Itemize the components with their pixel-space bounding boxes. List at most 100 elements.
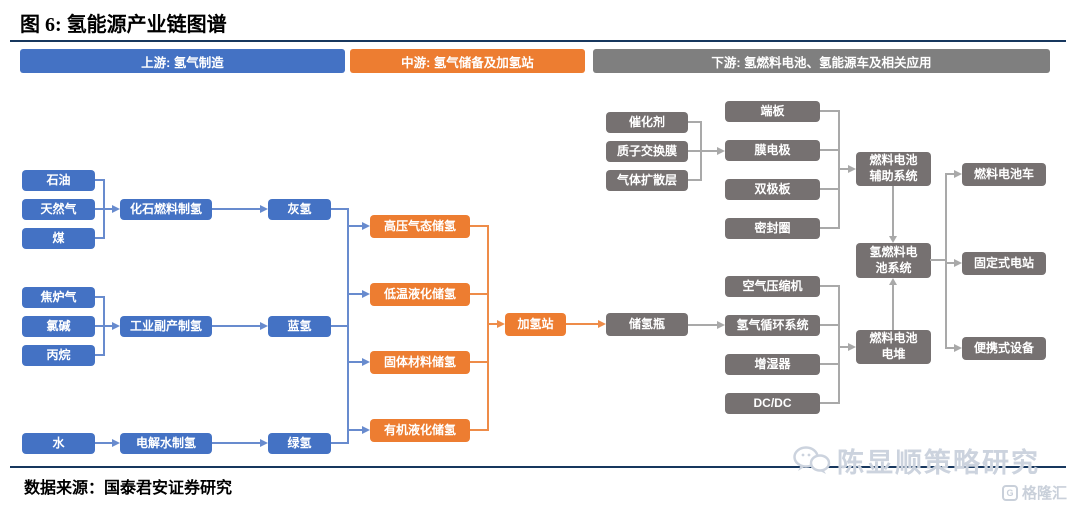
connector-line <box>95 354 103 356</box>
arrow-right-icon <box>954 344 962 352</box>
connector-line <box>820 188 838 190</box>
node-solid-material-storage: 固体材料储氢 <box>370 351 470 374</box>
node-gas-diffusion-layer: 气体扩散层 <box>606 170 688 191</box>
connector-line <box>95 325 112 327</box>
connector-line <box>892 285 894 330</box>
arrow-right-icon <box>260 439 268 447</box>
connector-line <box>945 173 947 349</box>
header-midstream: 中游: 氢气储备及加氢站 <box>350 49 585 73</box>
figure-title: 图 6: 氢能源产业链图谱 <box>20 14 227 36</box>
connector-line <box>820 149 838 151</box>
node-organic-liquid-storage: 有机液化储氢 <box>370 419 470 442</box>
top-rule <box>10 40 1066 42</box>
connector-line <box>95 208 112 210</box>
arrow-right-icon <box>112 205 120 213</box>
node-air-compressor: 空气压缩机 <box>725 276 820 297</box>
connector-line <box>470 293 487 295</box>
arrow-right-icon <box>717 147 725 155</box>
arrow-right-icon <box>848 165 856 173</box>
connector-line <box>820 363 838 365</box>
arrow-right-icon <box>112 322 120 330</box>
node-hydrogen-cylinder: 储氢瓶 <box>606 313 688 336</box>
connector-line <box>331 208 347 210</box>
connector-line <box>820 285 838 287</box>
connector-line <box>212 442 260 444</box>
connector-line <box>945 173 954 175</box>
connector-line <box>688 179 700 181</box>
connector-line <box>95 442 112 444</box>
connector-line <box>95 179 103 181</box>
connector-line <box>347 361 362 363</box>
node-humidifier: 增湿器 <box>725 354 820 375</box>
node-portable-device: 便携式设备 <box>962 337 1046 360</box>
node-sealing-ring: 密封圈 <box>725 218 820 239</box>
connector-line <box>688 324 717 326</box>
wechat-icon <box>793 445 831 474</box>
node-stationary-power-station: 固定式电站 <box>962 252 1046 275</box>
connector-line <box>838 346 848 348</box>
arrow-right-icon <box>112 439 120 447</box>
connector-line <box>95 296 103 298</box>
connector-line <box>331 442 347 444</box>
connector-line <box>212 325 260 327</box>
node-coke-oven-gas: 焦炉气 <box>22 287 95 308</box>
connector-line <box>820 324 838 326</box>
connector-line <box>945 347 954 349</box>
node-electrolysis-hydrogen: 电解水制氢 <box>120 433 212 454</box>
node-natural-gas: 天然气 <box>22 199 95 220</box>
node-petroleum: 石油 <box>22 170 95 191</box>
node-hydrogen-circulation-system: 氢气循环系统 <box>725 315 820 336</box>
connector-line <box>95 237 103 239</box>
connector-line <box>892 186 894 236</box>
connector-line <box>688 150 717 152</box>
connector-line <box>331 325 347 327</box>
connector-line <box>347 293 362 295</box>
connector-line <box>347 429 362 431</box>
node-refueling-station: 加氢站 <box>505 313 566 336</box>
gelonghui-mark-icon: G <box>1002 484 1018 501</box>
watermark-text: 陈显顺策略研究 <box>837 448 1040 478</box>
arrow-right-icon <box>954 259 962 267</box>
node-high-pressure-gas-storage: 高压气态储氢 <box>370 215 470 238</box>
connector-line <box>347 208 349 444</box>
arrow-down-icon <box>889 236 897 243</box>
connector-line <box>838 285 840 404</box>
arrow-right-icon <box>362 290 370 298</box>
watermark: 陈显顺策略研究 <box>793 441 1040 480</box>
connector-line <box>470 225 487 227</box>
node-fuel-cell-stack: 燃料电池电堆 <box>856 330 931 364</box>
connector-line <box>347 225 362 227</box>
arrow-right-icon <box>260 205 268 213</box>
arrow-right-icon <box>954 170 962 178</box>
arrow-right-icon <box>260 322 268 330</box>
connector-line <box>470 361 487 363</box>
node-dcdc-converter: DC/DC <box>725 393 820 414</box>
arrow-right-icon <box>362 426 370 434</box>
node-end-plate: 端板 <box>725 101 820 122</box>
connector-line <box>820 402 838 404</box>
arrow-up-icon <box>889 278 897 285</box>
connector-line <box>820 227 838 229</box>
node-propane: 丙烷 <box>22 345 95 366</box>
node-green-hydrogen: 绿氢 <box>268 433 331 454</box>
node-fuel-cell-auxiliary-system: 燃料电池辅助系统 <box>856 152 931 186</box>
node-water: 水 <box>22 433 95 454</box>
node-fuel-cell-vehicle: 燃料电池车 <box>962 163 1046 186</box>
connector-line <box>688 121 700 123</box>
arrow-right-icon <box>362 358 370 366</box>
arrow-right-icon <box>598 320 606 328</box>
arrow-right-icon <box>848 343 856 351</box>
connector-line <box>566 323 598 325</box>
header-downstream: 下游: 氢燃料电池、氢能源车及相关应用 <box>593 49 1050 73</box>
node-catalyst: 催化剂 <box>606 112 688 133</box>
connector-line <box>820 110 838 112</box>
node-bipolar-plate: 双极板 <box>725 179 820 200</box>
node-blue-hydrogen: 蓝氢 <box>268 316 331 337</box>
node-cryogenic-liquid-storage: 低温液化储氢 <box>370 283 470 306</box>
gelonghui-brand-text: 格隆汇 <box>1022 485 1068 502</box>
node-coal: 煤 <box>22 228 95 249</box>
node-membrane-electrode: 膜电极 <box>725 140 820 161</box>
connector-line <box>838 168 848 170</box>
node-proton-exchange-membrane: 质子交换膜 <box>606 141 688 162</box>
